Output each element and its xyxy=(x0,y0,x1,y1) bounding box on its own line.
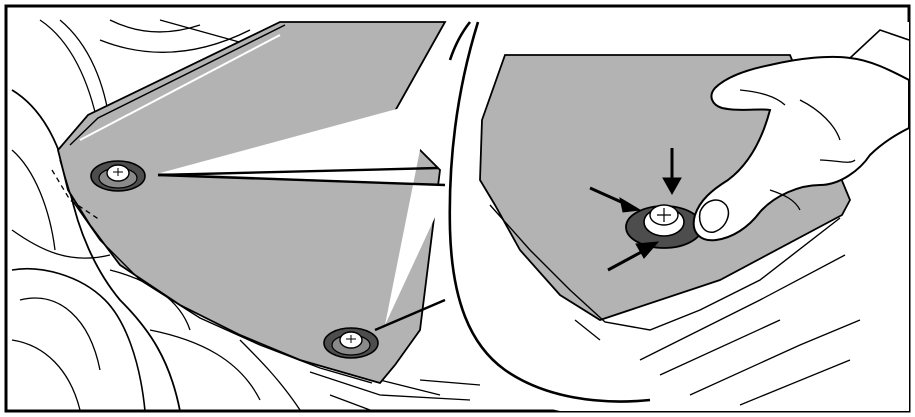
fastener-lower xyxy=(324,328,378,358)
detail-view xyxy=(440,22,910,411)
fastener-upper xyxy=(91,161,145,191)
detail-fastener xyxy=(626,205,702,248)
